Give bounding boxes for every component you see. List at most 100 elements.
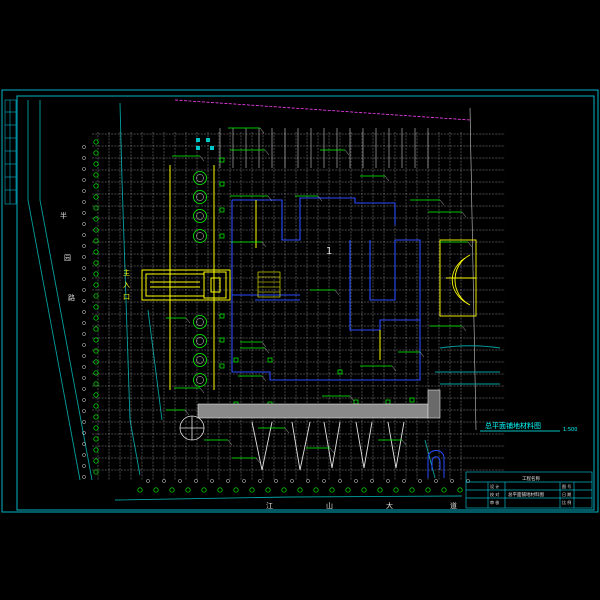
shrub-symbol [82, 288, 86, 292]
tree-symbol [93, 315, 99, 321]
callout-tick [199, 387, 205, 394]
tree-symbol [93, 359, 99, 365]
callout-tick [284, 427, 290, 434]
small-green-marker [219, 181, 225, 187]
south-east-gate [427, 450, 445, 478]
shrub-symbol [338, 479, 342, 483]
tree-symbol [93, 348, 99, 354]
callout-tick [344, 149, 350, 156]
title-block-drawing-name: 总平面铺地材料图 [508, 491, 544, 498]
shrub-symbol [82, 387, 86, 391]
shrub-symbol [82, 453, 86, 457]
street-left-char-1: 半 [60, 211, 67, 220]
shrub-symbol [450, 479, 454, 483]
outer-frame [1, 89, 599, 513]
shrub-symbol [82, 409, 86, 413]
tree-symbol [93, 216, 99, 222]
callout-tick [255, 457, 261, 464]
tree-symbol [393, 487, 399, 493]
shrub-symbol [258, 479, 262, 483]
tree-symbol [93, 282, 99, 288]
planter-inner [196, 337, 204, 345]
shrub-symbol [306, 479, 310, 483]
small-green-marker [219, 207, 225, 213]
callout-tick [264, 149, 270, 156]
left-binding-strip [4, 99, 17, 205]
tree-symbol [377, 487, 383, 493]
street-bottom-char-2: 山 [326, 501, 333, 510]
spike-fountains [251, 421, 405, 471]
cyan-marker [206, 138, 210, 142]
shrub-symbol [82, 376, 86, 380]
tree-symbol [345, 487, 351, 493]
shrub-symbol [82, 299, 86, 303]
tree-symbol [93, 183, 99, 189]
shrub-symbol [82, 310, 86, 314]
tree-symbol [297, 487, 303, 493]
building-number-label: 1 [326, 246, 332, 257]
inner-frame [16, 95, 595, 511]
tree-symbol [169, 487, 175, 493]
tree-symbol [93, 194, 99, 200]
planter-circle [193, 315, 207, 329]
title-block [465, 471, 593, 509]
shrub-symbol [274, 479, 278, 483]
tree-symbol [93, 271, 99, 277]
callout-tick [391, 365, 397, 372]
shrub-symbol [82, 167, 86, 171]
shrub-symbol [82, 464, 86, 468]
cyan-marker [210, 146, 214, 150]
site-boundary-line [174, 99, 471, 121]
planter-circle [193, 171, 207, 185]
tree-symbol [93, 304, 99, 310]
tree-symbol [441, 487, 447, 493]
callout-tick [401, 439, 407, 446]
shrub-symbol [82, 156, 86, 160]
callout-tick [467, 241, 473, 248]
shrub-symbol [82, 200, 86, 204]
callout-tick [384, 175, 390, 182]
shrub-symbol [226, 479, 230, 483]
entrance-label-char-1: 主 [123, 268, 130, 277]
shrub-symbol [82, 475, 86, 479]
planter-inner [196, 376, 204, 384]
shrub-symbol [82, 211, 86, 215]
tree-symbol [93, 326, 99, 332]
tree-symbol [329, 487, 335, 493]
street-bottom-char-4: 道 [450, 501, 457, 510]
stair-block [257, 271, 281, 298]
street-left-char-3: 路 [68, 293, 75, 302]
tree-symbol [93, 260, 99, 266]
tree-symbol [93, 414, 99, 420]
title-block-row-2: 校 对 [490, 491, 499, 497]
shrub-symbol [402, 479, 406, 483]
shrub-symbol [434, 479, 438, 483]
material-callouts [166, 127, 473, 464]
tree-symbol [93, 447, 99, 453]
callout-tick [334, 289, 340, 296]
building-outline [231, 197, 421, 381]
planter-inner [196, 193, 204, 201]
south-west-feature [179, 415, 205, 441]
tree-symbol [93, 205, 99, 211]
small-green-marker [337, 369, 343, 375]
shrub-symbol [146, 479, 150, 483]
tree-symbol [93, 458, 99, 464]
callout-tick [227, 439, 233, 446]
callout-tick [329, 447, 335, 454]
tree-symbol [93, 238, 99, 244]
callout-tick [439, 199, 445, 206]
shrub-symbol [354, 479, 358, 483]
shrub-symbol [82, 266, 86, 270]
small-green-marker [409, 397, 415, 403]
tree-symbol [233, 487, 239, 493]
planter-circle [193, 209, 207, 223]
small-green-marker [219, 233, 225, 239]
tree-symbol [93, 249, 99, 255]
planter-inner [196, 356, 204, 364]
callout-tick [419, 351, 425, 358]
shrub-symbol [82, 420, 86, 424]
tree-symbol [313, 487, 319, 493]
